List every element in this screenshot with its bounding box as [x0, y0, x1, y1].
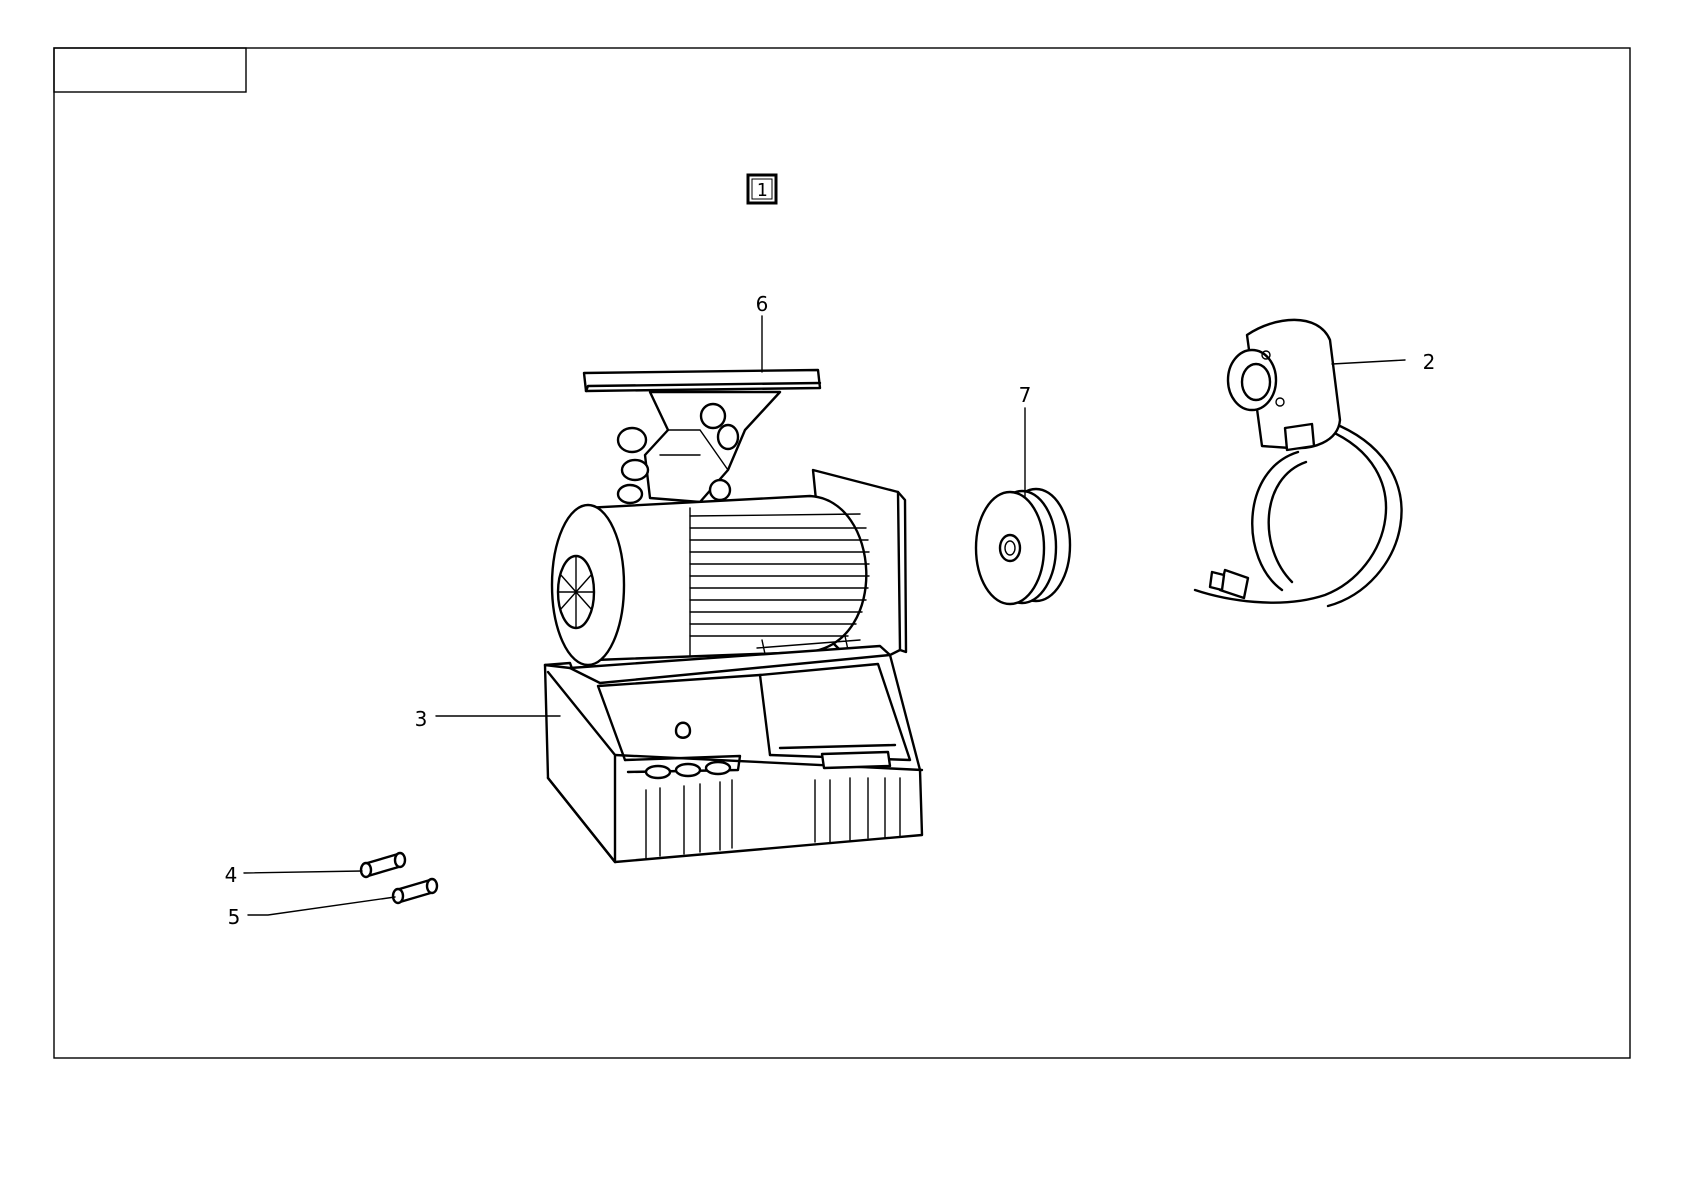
leader-line-4 — [244, 871, 362, 873]
leader-line-2 — [1332, 360, 1405, 364]
callout-label-6: 6 — [756, 292, 769, 316]
callout-label-7: 7 — [1019, 383, 1032, 407]
title-box — [54, 48, 246, 92]
pulley-drawing — [976, 489, 1070, 604]
figure-number-badge: 1 — [748, 175, 776, 203]
fuse-drawings — [361, 853, 437, 903]
fuse-5-drawing — [393, 879, 437, 903]
fuse-4-drawing — [361, 853, 405, 877]
mounting-bracket-drawing — [584, 370, 820, 503]
callout-label-2: 2 — [1423, 350, 1436, 374]
motor-control-unit-drawing — [545, 470, 922, 862]
figure-number: 1 — [757, 180, 768, 201]
leader-line-5 — [248, 897, 395, 915]
callout-label-5: 5 — [228, 905, 241, 929]
callout-label-3: 3 — [415, 707, 428, 731]
position-sensor-drawing — [1195, 320, 1402, 606]
callout-label-4: 4 — [225, 863, 238, 887]
